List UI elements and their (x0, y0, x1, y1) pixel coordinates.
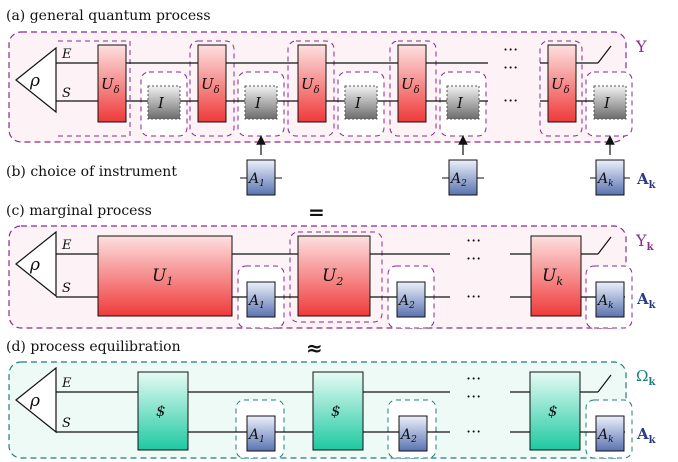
panel-d-title: (d) process equilibration (6, 339, 181, 355)
unitary-gate: Uδ (297, 44, 327, 123)
instrument-box: A1 (246, 415, 276, 452)
svg-text:U2: U2 (322, 266, 343, 288)
svg-text:I: I (456, 94, 464, 112)
instrument-box: Ak (590, 159, 630, 196)
env-trace (597, 45, 612, 64)
initial-state-triangle (15, 230, 57, 298)
instrument-box: A1 (246, 281, 276, 318)
comb-tooth (539, 40, 583, 137)
marginal-unitary-2: U2 (297, 235, 371, 317)
approx-sign: ≈ (306, 336, 323, 360)
upsilon-label: Υ (635, 37, 647, 56)
comb-tooth (287, 40, 335, 137)
instrument-set-label: Ak (636, 425, 657, 446)
instrument-box: A1 (240, 159, 282, 196)
identity-slot: I (244, 85, 278, 120)
svg-text:A2: A2 (397, 293, 415, 311)
ellipsis: ··· (466, 422, 481, 441)
panel-b: (b) choice of instrument A1 A2 Ak Ak (6, 159, 657, 196)
panel-a: (a) general quantum process Υ ρ E S Uδ (6, 8, 647, 155)
state-rho: ρ (29, 255, 40, 275)
env-trace (597, 236, 612, 255)
unitary-gate: Uδ (97, 44, 127, 123)
unitary-gate: Uδ (547, 44, 577, 123)
instrument-box: A2 (396, 281, 426, 318)
instrument-box: A2 (398, 415, 428, 452)
equals-sign: = (308, 200, 325, 224)
unitary-gate: Uδ (397, 44, 427, 123)
ellipsis: ··· (466, 387, 481, 406)
svg-text:I: I (254, 94, 262, 112)
svg-text:$: $ (548, 402, 558, 420)
svg-text:Ak: Ak (596, 171, 614, 189)
panel-a-title: (a) general quantum process (6, 8, 211, 24)
comb-tooth (189, 40, 235, 137)
instrument-box: Ak (595, 415, 625, 452)
wire-label-E: E (61, 376, 72, 391)
instrument-set-label: Ak (636, 290, 657, 311)
equilibration-channel: $ (312, 371, 364, 451)
marginal-unitary-1: U1 (97, 235, 233, 317)
comb-tooth (58, 40, 131, 137)
svg-text:Uδ: Uδ (101, 75, 120, 96)
initial-state-triangle (15, 46, 57, 114)
panel-d: (d) process equilibration ≈ Ωk ρ E S $ $… (6, 336, 657, 459)
svg-text:Uδ: Uδ (401, 75, 420, 96)
state-rho: ρ (29, 391, 40, 411)
identity-slot: I (446, 85, 480, 120)
svg-text:A1: A1 (247, 293, 265, 311)
equilibration-channel: $ (137, 371, 189, 451)
panel-b-title: (b) choice of instrument (6, 164, 177, 180)
ellipsis: ··· (466, 231, 481, 250)
identity-slot: I (147, 85, 181, 120)
initial-state-triangle (15, 366, 57, 434)
svg-text:Ak: Ak (596, 427, 614, 445)
svg-text:Uδ: Uδ (551, 75, 570, 96)
equilibration-channel: $ (529, 371, 581, 451)
marginal-label: Υk (635, 231, 655, 253)
unitary-gate: Uδ (197, 44, 227, 123)
omega-label: Ωk (636, 367, 656, 388)
wire-label-S: S (62, 416, 71, 431)
svg-text:A1: A1 (247, 171, 265, 189)
svg-text:I: I (603, 94, 611, 112)
svg-text:I: I (354, 94, 362, 112)
comb-tooth (289, 231, 383, 323)
svg-text:$: $ (331, 402, 341, 420)
svg-text:$: $ (156, 402, 166, 420)
instrument-set-label: Ak (636, 170, 657, 191)
svg-text:Uδ: Uδ (301, 75, 320, 96)
identity-slot: I (593, 85, 627, 120)
wire-label-E: E (61, 238, 72, 253)
svg-text:U1: U1 (152, 266, 173, 288)
state-rho: ρ (29, 71, 40, 91)
ellipsis: ··· (503, 40, 518, 59)
ellipsis: ··· (503, 58, 518, 77)
wire-label-S: S (62, 86, 71, 101)
comb-tooth (389, 40, 437, 137)
svg-text:Ak: Ak (596, 293, 614, 311)
identity-slot: I (344, 85, 378, 120)
marginal-unitary-k: Uk (530, 235, 582, 317)
svg-text:I: I (157, 94, 165, 112)
svg-text:A2: A2 (399, 427, 417, 445)
ellipsis: ··· (466, 287, 481, 306)
panel-c: (c) marginal process = Υk ρ E S U1 U2 Uk (6, 200, 657, 329)
svg-text:A1: A1 (247, 427, 265, 445)
svg-text:A2: A2 (449, 171, 467, 189)
svg-text:Uδ: Uδ (201, 75, 220, 96)
svg-text:Uk: Uk (542, 266, 563, 288)
instrument-box: A2 (442, 159, 484, 196)
ellipsis: ··· (466, 249, 481, 268)
wire-label-E: E (61, 47, 72, 62)
instrument-box: Ak (595, 281, 625, 318)
ellipsis: ··· (466, 369, 481, 388)
ellipsis: ··· (503, 91, 518, 110)
wire-label-S: S (62, 281, 71, 296)
panel-c-title: (c) marginal process (6, 203, 152, 219)
env-trace (597, 374, 612, 393)
